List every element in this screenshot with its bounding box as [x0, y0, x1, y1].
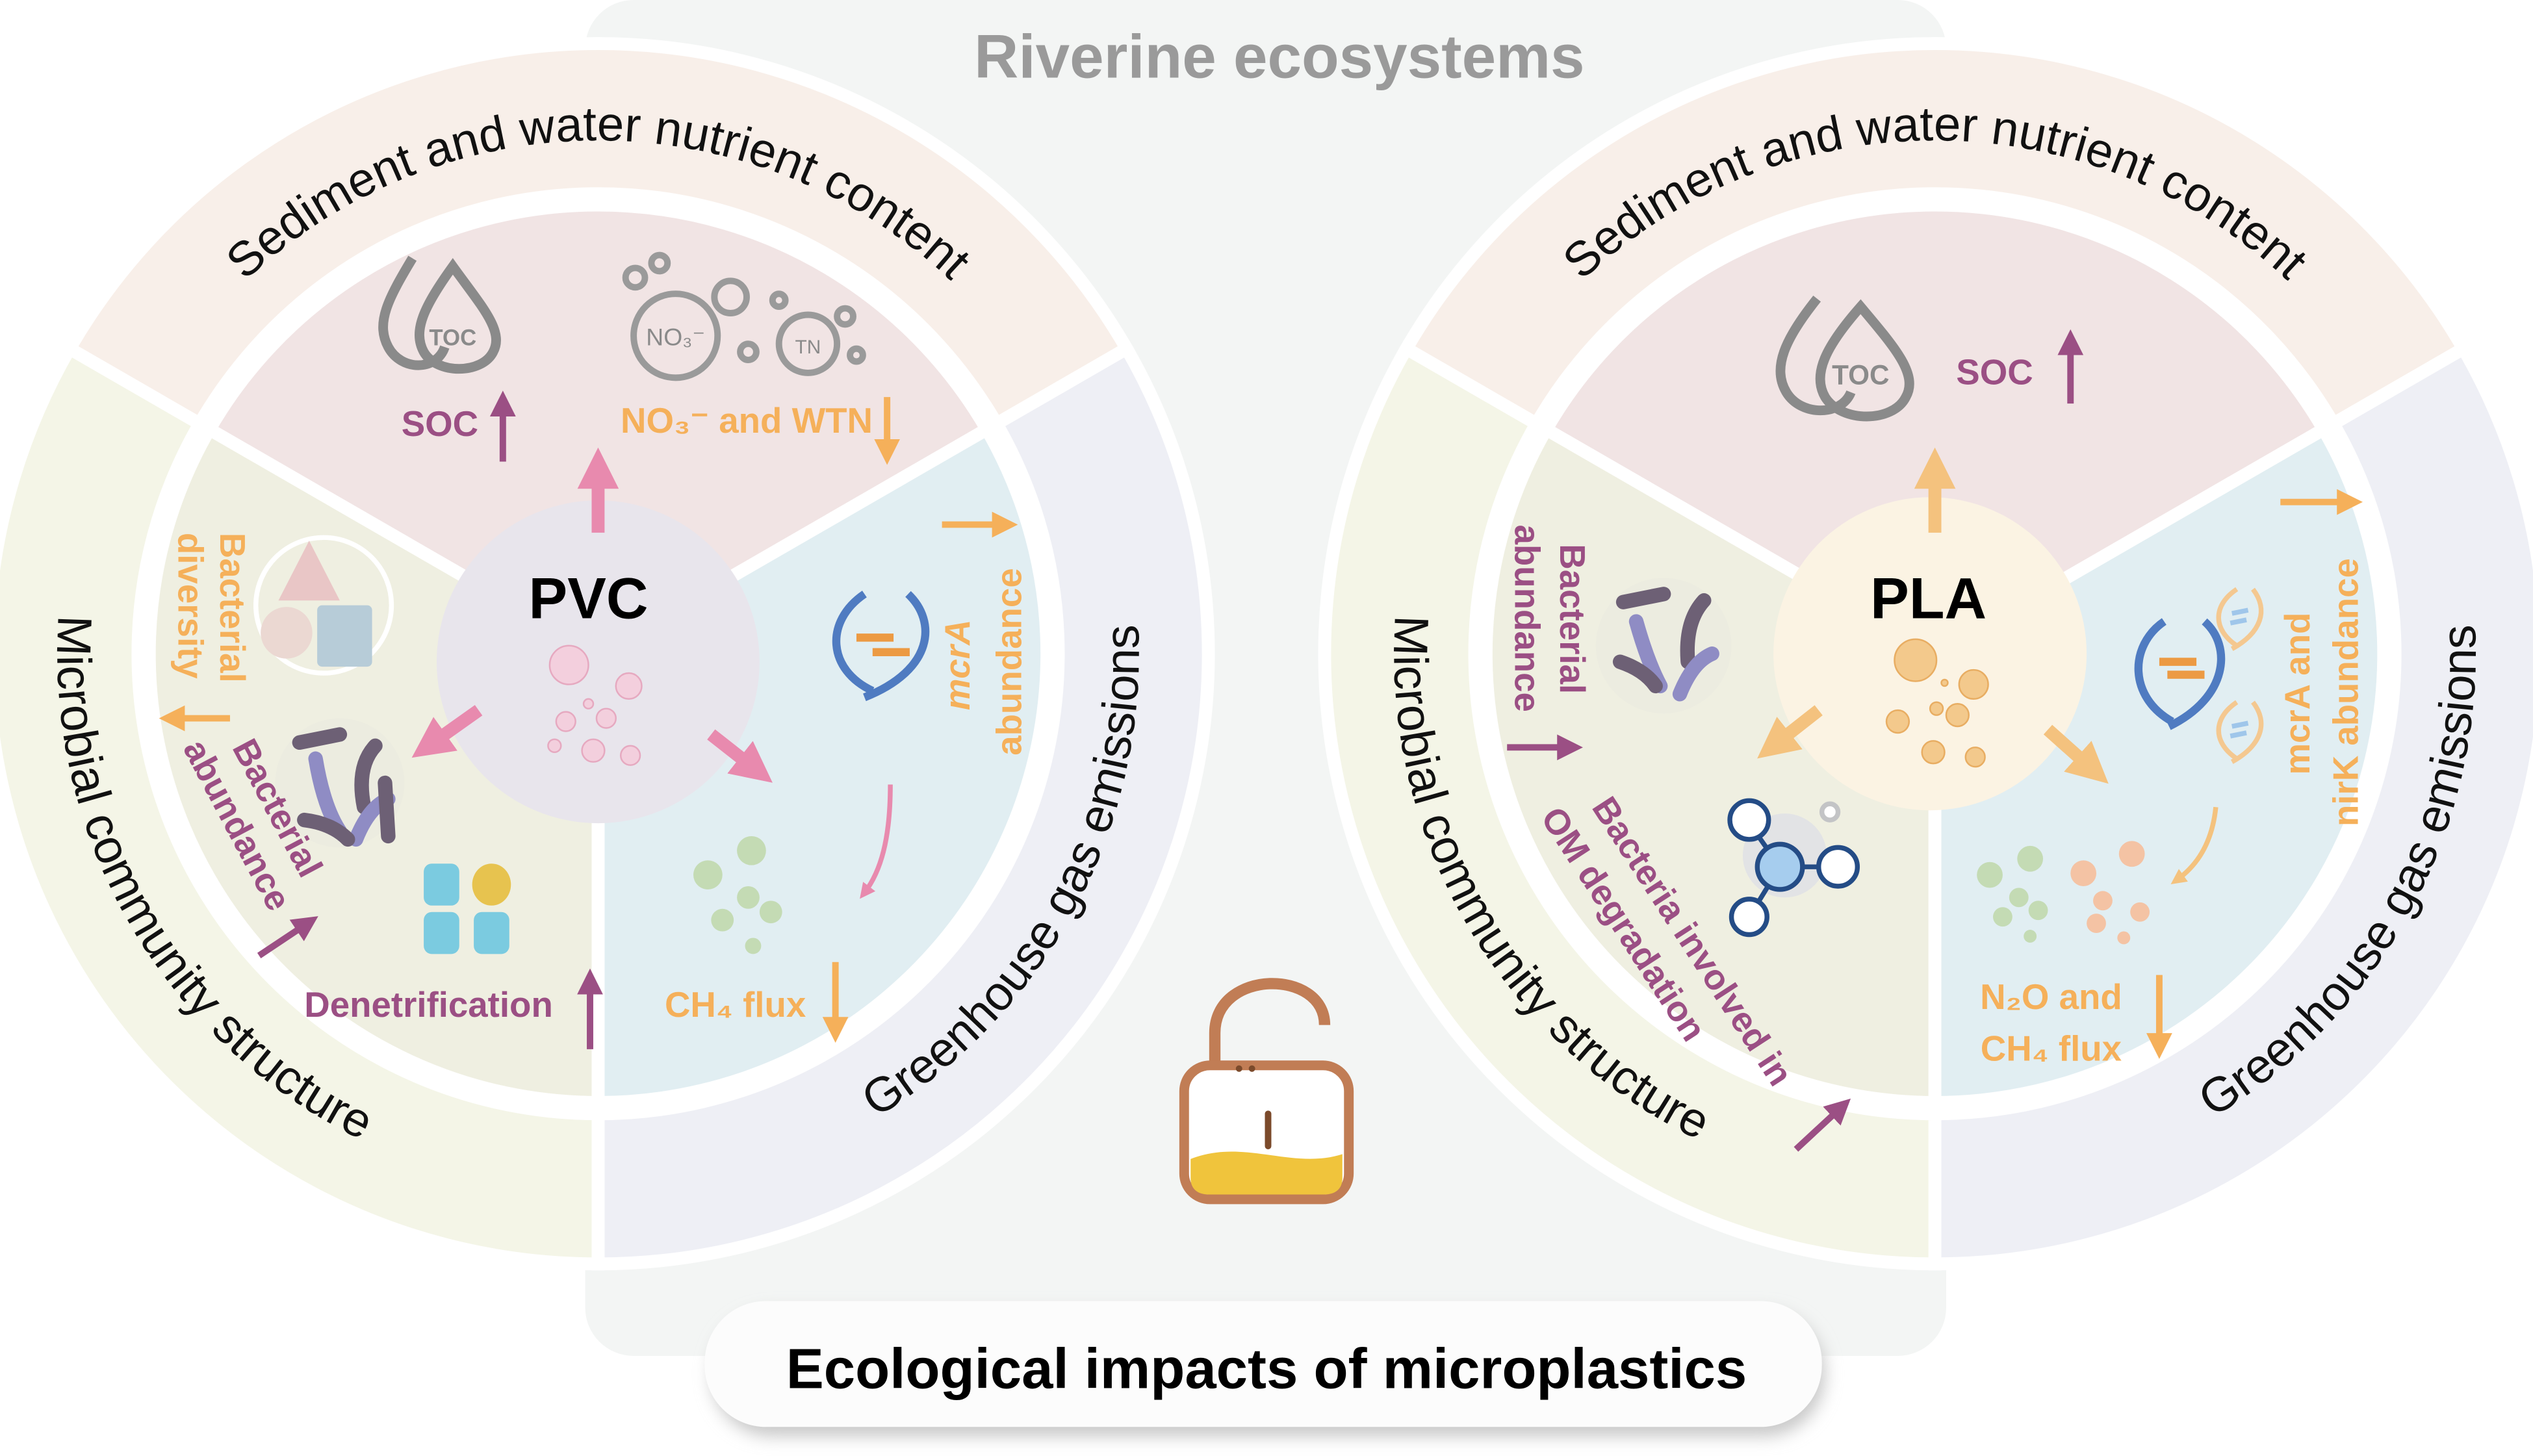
- page-title: Riverine ecosystems: [974, 23, 1584, 91]
- lock-icon: [1179, 978, 1354, 1205]
- pvc-center-label: PVC: [529, 566, 649, 631]
- pla-curved-arrow: [2170, 806, 2218, 884]
- pla-outer-sector-left: [1318, 340, 1942, 1271]
- denitrification-blocks-icon: [424, 863, 511, 954]
- pla-panel: Sediment and water nutrient content Micr…: [1318, 37, 2533, 1271]
- toc-drop-icon: [378, 255, 501, 374]
- bacteria-icon: [1595, 578, 1732, 714]
- diversity-shapes-icon: [253, 535, 394, 676]
- pla-center-label: PLA: [1870, 566, 1987, 631]
- pvc-particles-icon: [547, 645, 643, 766]
- pla-inner-sector-top: [1537, 198, 2333, 661]
- pla-soc-label: SOC: [1956, 352, 2033, 392]
- molecule-icon: [1727, 798, 1860, 938]
- pvc-outer-sector-right: [591, 340, 1215, 1271]
- pvc-denitrification-label: Denetrification: [304, 985, 553, 1025]
- pvc-arrow-down-left: [411, 705, 483, 758]
- pla-abundance-label: Bacterialabundance: [1508, 524, 1593, 711]
- toc-drop-icon: [1775, 295, 1914, 422]
- pla-particles-icon: [1885, 638, 1989, 768]
- dna-small-icons: [2216, 587, 2264, 764]
- abundance-increase-arrow: [257, 916, 318, 958]
- dna-icon: [832, 591, 930, 702]
- pvc-soc-label: SOC: [402, 404, 478, 444]
- toc-icon-label: TOC: [429, 326, 476, 351]
- ch4-bubbles-icon: [693, 836, 782, 954]
- pvc-ch4-label: CH₄ flux: [665, 985, 806, 1025]
- pla-outer-sector-right: [1928, 340, 2533, 1271]
- footer-banner: [704, 1301, 1822, 1427]
- om-increase-arrow: [1794, 1098, 1851, 1152]
- pvc-diversity-label: Bacterialdiversity: [170, 533, 252, 683]
- pvc-outer-sector-left: [0, 340, 605, 1271]
- pvc-center-circle: [436, 500, 760, 824]
- toc-icon-label: TOC: [1832, 359, 1889, 390]
- bacteria-icon: [275, 718, 405, 848]
- no3-bubbles-icon: [622, 251, 866, 381]
- pla-outer-sector-top: [1397, 37, 2473, 433]
- pla-arrow-down-left: [1757, 705, 1823, 759]
- n2o-ch4-bubbles-icon: [1977, 841, 2150, 945]
- pla-arrow-down-right: [2043, 724, 2109, 784]
- pvc-outer-sector-top: [60, 37, 1136, 433]
- footer-title: Ecological impacts of microplastics: [786, 1338, 1747, 1401]
- tn-icon-label: TN: [795, 337, 821, 358]
- no3-icon-label: NO₃⁻: [646, 324, 705, 351]
- pvc-curved-arrow: [860, 784, 893, 899]
- pvc-panel: Sediment and water nutrient content Micr…: [0, 37, 1215, 1271]
- dna-icon: [2134, 618, 2226, 730]
- pvc-arrow-down-right: [707, 729, 773, 783]
- pvc-no3-wtn-label: NO₃⁻ and WTN: [621, 401, 873, 441]
